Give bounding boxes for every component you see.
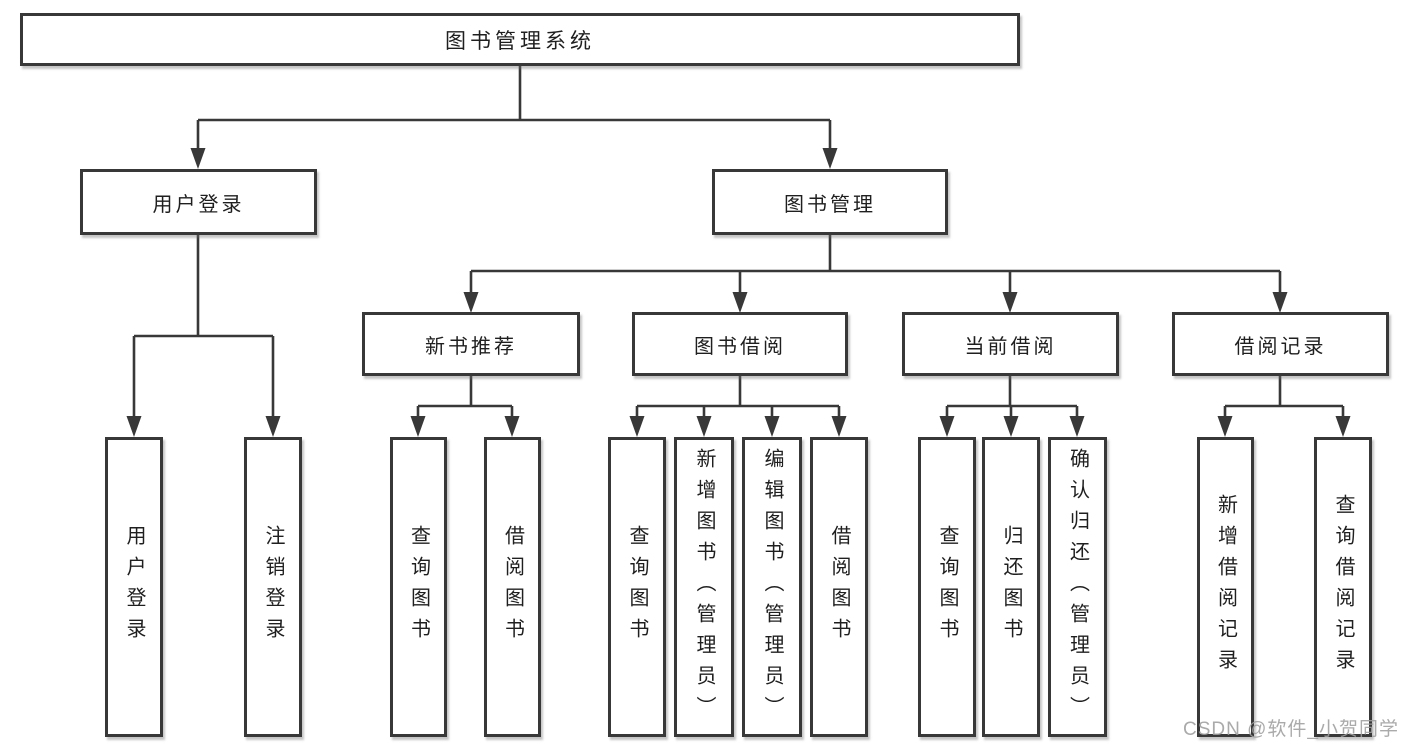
leaf-user-login: 用户登录 [105,437,163,737]
leaf-borrow-borrow-books: 借阅图书 [810,437,868,737]
node-root-label: 图书管理系统 [445,29,595,53]
leaf-edit-books-admin-label: 编辑图书（管理员） [761,447,783,727]
leaf-return-books-label: 归还图书 [1000,525,1022,649]
node-book-borrow-label: 图书借阅 [694,335,786,358]
leaf-confirm-return-admin: 确认归还（管理员） [1048,437,1107,737]
leaf-newbooks-borrow-books-label: 借阅图书 [501,525,524,649]
leaf-query-borrow-record: 查询借阅记录 [1314,437,1372,737]
node-new-book-recommend: 新书推荐 [362,312,580,376]
leaf-add-borrow-record: 新增借阅记录 [1197,437,1254,737]
leaf-borrow-query-books: 查询图书 [608,437,666,737]
node-root: 图书管理系统 [20,13,1020,66]
node-borrow-records-label: 借阅记录 [1234,335,1327,358]
node-book-management: 图书管理 [712,169,948,235]
node-book-management-label: 图书管理 [784,193,876,216]
leaf-edit-books-admin: 编辑图书（管理员） [742,437,802,737]
leaf-logout: 注销登录 [244,437,302,737]
csdn-watermark: CSDN @软件_小贺同学 [1183,719,1399,740]
leaf-add-books-admin-label: 新增图书（管理员） [693,447,715,727]
leaf-current-query-books: 查询图书 [918,437,976,737]
leaf-newbooks-query-books: 查询图书 [390,437,447,737]
leaf-confirm-return-admin-label: 确认归还（管理员） [1066,447,1089,727]
node-borrow-records: 借阅记录 [1172,312,1389,376]
node-user-login: 用户登录 [80,169,317,235]
leaf-borrow-query-books-label: 查询图书 [626,525,648,649]
node-current-borrow: 当前借阅 [902,312,1119,376]
node-book-borrow: 图书借阅 [632,312,848,376]
node-new-book-recommend-label: 新书推荐 [425,335,517,358]
leaf-logout-label: 注销登录 [262,525,284,649]
leaf-newbooks-borrow-books: 借阅图书 [484,437,541,737]
arrowheads [126,148,1351,437]
leaf-add-books-admin: 新增图书（管理员） [674,437,734,737]
leaf-borrow-borrow-books-label: 借阅图书 [828,525,850,649]
leaf-add-borrow-record-label: 新增借阅记录 [1214,494,1237,680]
leaf-return-books: 归还图书 [982,437,1040,737]
node-user-login-label: 用户登录 [152,193,245,216]
leaf-query-borrow-record-label: 查询借阅记录 [1332,494,1354,680]
leaf-newbooks-query-books-label: 查询图书 [407,525,430,649]
leaf-current-query-books-label: 查询图书 [936,525,958,649]
node-current-borrow-label: 当前借阅 [964,335,1057,358]
leaf-user-login-label: 用户登录 [123,525,145,649]
